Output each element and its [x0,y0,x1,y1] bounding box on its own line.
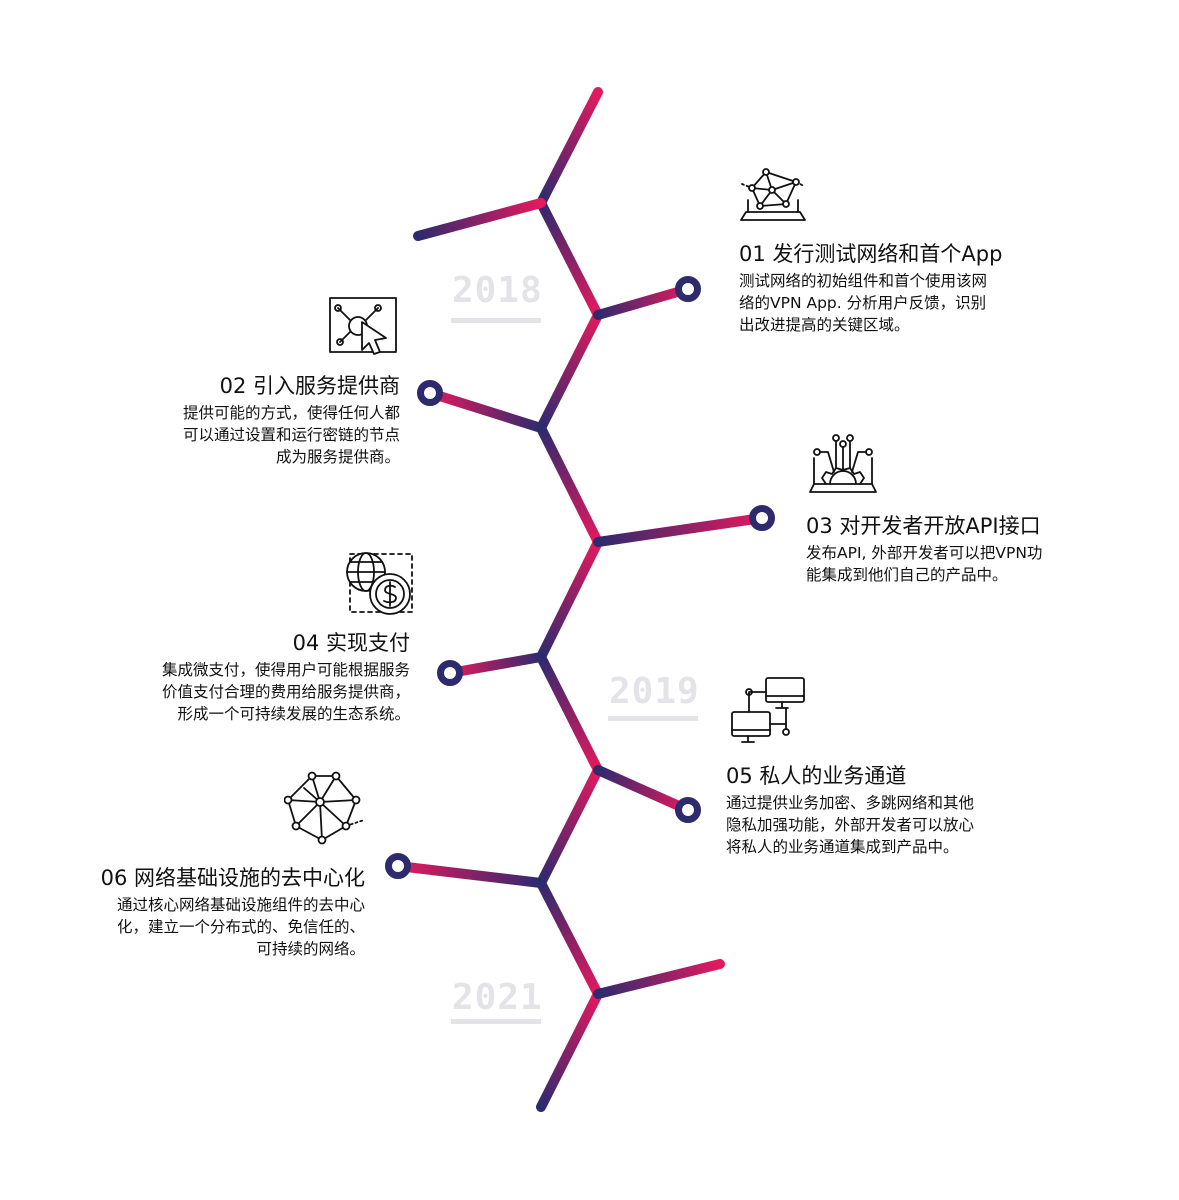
milestone-06-title: 06 网络基础设施的去中心化 [100,866,365,890]
milestone-04-branch [445,652,546,678]
milestone-05-desc: 通过提供业务加密、多跳网络和其他 隐私加强功能，外部开发者可以放心 将私人的业务… [726,794,975,856]
branch-bottom [593,959,725,999]
spine-segment [536,87,603,208]
spine-segment [536,878,603,999]
milestone-02-node [417,380,443,406]
spine-segment [536,310,603,433]
year-underline-2019 [608,716,698,721]
year-underline-2018 [451,318,541,323]
milestone-03-branch [593,513,767,547]
milestone-04-title: 04 实现支付 [292,631,410,655]
milestone-05-node [675,797,701,823]
milestone-02: 02 引入服务提供商 提供可能的方式，使得任何人都 可以通过设置和运行密链的节点… [60,372,400,468]
milestone-02-branch [425,388,546,433]
milestone-05-branch [593,765,693,815]
milestone-01-node [675,276,701,302]
milestone-05-title: 05 私人的业务通道 [726,764,907,788]
branch-top [413,198,546,241]
milestone-03-desc: 发布API, 外部开发者可以把VPN功 能集成到他们自己的产品中。 [806,544,1043,584]
globe-dollar-icon [346,552,413,615]
spine-segment [536,198,603,320]
milestone-06-desc: 通过核心网络基础设施组件的去中心 化，建立一个分布式的、免信任的、 可持续的网络… [116,896,365,958]
milestone-02-title: 02 引入服务提供商 [219,374,400,398]
mesh-network-icon [284,771,365,845]
connected-monitors-icon [731,677,805,743]
spine-segment [536,989,603,1112]
milestone-06-branch [393,861,546,888]
spine-segment [536,765,603,888]
year-label-2021: 2021 [452,977,543,1018]
milestone-01-desc: 测试网络的初始组件和首个使用该网 络的VPN App. 分析用户反馈，识别 出改… [739,272,988,334]
laptop-circuit-icon [809,434,877,493]
spine-segment [536,652,603,775]
milestone-05: 05 私人的业务通道 通过提供业务加密、多跳网络和其他 隐私加强功能，外部开发者… [726,762,1086,858]
milestone-04-desc: 集成微支付，使得用户可能根据服务 价值支付合理的费用给服务提供商， 形成一个可持… [161,661,410,723]
year-label-2019: 2019 [609,671,700,712]
milestone-01-title: 01 发行测试网络和首个App [739,242,1003,266]
milestone-04: 04 实现支付 集成微支付，使得用户可能根据服务 价值支付合理的费用给服务提供商… [60,629,410,725]
milestone-01: 01 发行测试网络和首个App 测试网络的初始组件和首个使用该网 络的VPN A… [739,240,1099,336]
milestone-02-desc: 提供可能的方式，使得任何人都 可以通过设置和运行密链的节点 成为服务提供商。 [182,404,400,466]
network-cursor-icon [329,297,397,355]
year-underline-2021 [451,1019,541,1024]
milestone-03: 03 对开发者开放API接口 发布API, 外部开发者可以把VPN功 能集成到他… [806,512,1146,586]
milestone-04-node [437,660,463,686]
milestone-06: 06 网络基础设施的去中心化 通过核心网络基础设施组件的去中心 化，建立一个分布… [20,864,365,960]
milestone-03-node [749,505,775,531]
milestone-03-title: 03 对开发者开放API接口 [806,514,1041,538]
milestone-01-branch [593,284,693,320]
milestone-06-node [385,853,411,879]
year-label-2018: 2018 [452,270,543,311]
network-laptop-icon [740,168,806,221]
spine-segment [536,537,603,662]
spine-segment [536,423,603,547]
